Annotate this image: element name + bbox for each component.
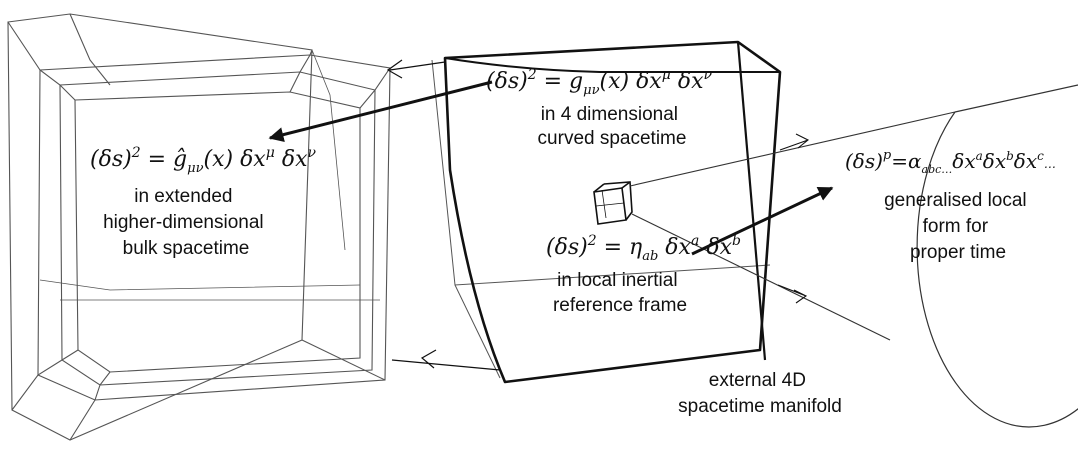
- bulk-metric-equation: (δs)2 = ĝμν(x) δxμ δxν: [90, 145, 316, 176]
- local-frame-label: in local inertial reference frame: [553, 270, 687, 316]
- generalised-form-label: generalised local form for proper time: [884, 190, 1032, 263]
- bulk-spacetime-label: in extended higher-dimensional bulk spac…: [103, 186, 269, 259]
- local-metric-equation: (δs)2 = ηab δxa δxb: [546, 233, 741, 264]
- mapping-arrows: [386, 59, 501, 371]
- generalised-proper-time-equation: (δs)p=αabc…δxaδxbδxc…: [845, 148, 1056, 176]
- curved-spacetime-label: in 4 dimensional curved spacetime: [538, 104, 687, 149]
- projection-lines: [629, 111, 956, 341]
- bold-arrows: [268, 80, 834, 256]
- bulk-spacetime-wireframe: [7, 13, 391, 441]
- external-manifold-label: external 4D spacetime manifold: [678, 370, 842, 417]
- local-inertial-frame-cube: [593, 181, 633, 225]
- generalised-form-circle: [916, 84, 1078, 428]
- curved-spacetime-cube: [431, 40, 782, 384]
- curved-metric-equation: (δs)2 = gμν(x) δxμ δxν: [486, 67, 712, 98]
